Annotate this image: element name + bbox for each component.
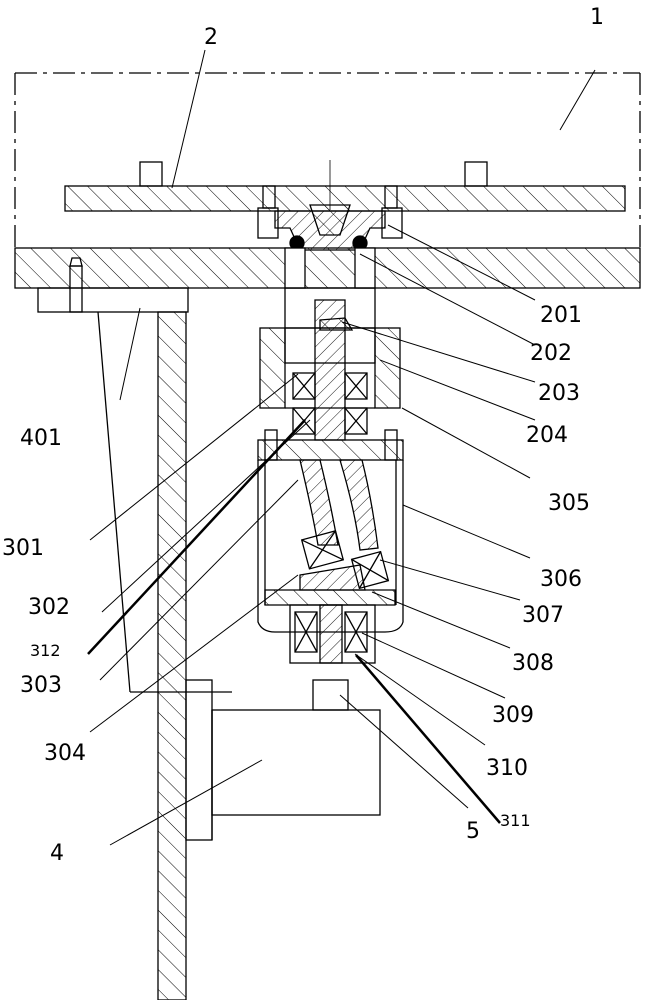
motor	[185, 679, 381, 841]
gearbox-housing	[257, 429, 404, 633]
label-204: 204	[526, 423, 568, 448]
gear-wheel	[264, 589, 396, 606]
gear-hub	[299, 564, 366, 591]
top-plate	[64, 161, 626, 212]
main-shaft	[314, 299, 354, 441]
label-4: 4	[50, 841, 64, 866]
label-312: 312	[30, 641, 61, 660]
label-311: 311	[500, 811, 531, 830]
label-304: 304	[44, 741, 86, 766]
central-hub	[257, 204, 403, 251]
coupling	[312, 679, 349, 711]
label-301: 301	[2, 536, 44, 561]
label-201: 201	[540, 303, 582, 328]
base-plate	[14, 247, 641, 289]
angled-bearings	[300, 530, 390, 590]
label-307: 307	[522, 603, 564, 628]
label-5: 5	[466, 819, 480, 844]
label-305: 305	[548, 491, 590, 516]
base-frame	[14, 72, 641, 248]
label-203: 203	[538, 381, 580, 406]
label-202: 202	[530, 341, 572, 366]
bottom-bearing-block	[289, 604, 376, 664]
label-2: 2	[204, 25, 218, 50]
label-401: 401	[20, 426, 62, 451]
label-309: 309	[492, 703, 534, 728]
label-303: 303	[20, 673, 62, 698]
label-1: 1	[590, 5, 604, 30]
label-308: 308	[512, 651, 554, 676]
label-306: 306	[540, 567, 582, 592]
leader-line-312	[87, 419, 306, 655]
label-310: 310	[486, 756, 528, 781]
flexible-shaft	[299, 459, 379, 551]
bracket	[37, 287, 232, 693]
label-302: 302	[28, 595, 70, 620]
reference-labels: 1 2 201 202 203 204 305 306 307 308 309 …	[2, 5, 604, 866]
leader-line-311	[355, 654, 501, 824]
vertical-plate	[157, 311, 187, 1000]
